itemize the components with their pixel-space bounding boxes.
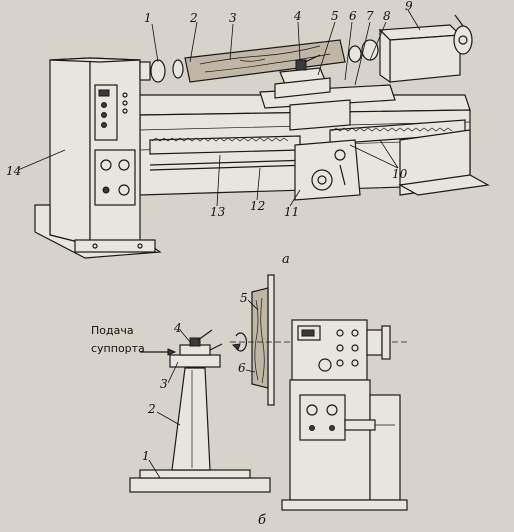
label-a-14: 14 xyxy=(6,164,21,178)
label-a-12: 12 xyxy=(250,199,265,213)
label-a-8: 8 xyxy=(383,9,391,23)
leader-lines-a xyxy=(17,9,421,207)
part-labels-a: 1 2 3 4 5 6 7 8 9 10 11 12 13 14 xyxy=(6,0,413,219)
label-a-7: 7 xyxy=(366,9,374,23)
label-b-6: 6 xyxy=(238,361,246,375)
label-a-3: 3 xyxy=(229,11,237,25)
label-b-3: 3 xyxy=(160,377,168,391)
label-a-11: 11 xyxy=(284,205,299,219)
label-b-1: 1 xyxy=(142,449,150,463)
caption-b: б xyxy=(258,513,266,528)
label-a-13: 13 xyxy=(210,205,226,219)
label-b-5: 5 xyxy=(240,291,248,305)
lathe-drawing-a xyxy=(34,14,490,259)
feed-label-line1: Подача xyxy=(91,324,134,337)
label-a-9: 9 xyxy=(405,0,413,13)
label-a-6: 6 xyxy=(349,9,357,23)
support-drawing-b xyxy=(129,329,271,493)
label-b-2: 2 xyxy=(147,402,156,416)
caption-a: а xyxy=(282,252,290,267)
faceplate-drawing-b xyxy=(230,274,410,511)
label-b-4: 4 xyxy=(173,321,182,335)
label-a-10: 10 xyxy=(392,167,408,181)
label-a-2: 2 xyxy=(189,11,198,25)
part-labels-b: 1 2 3 4 5 6 xyxy=(142,291,248,463)
leader-lines-b xyxy=(148,299,259,479)
label-a-1: 1 xyxy=(144,11,152,25)
feed-label-line2: суппорта xyxy=(91,342,145,355)
label-a-4: 4 xyxy=(293,9,302,23)
label-a-5: 5 xyxy=(331,9,339,23)
